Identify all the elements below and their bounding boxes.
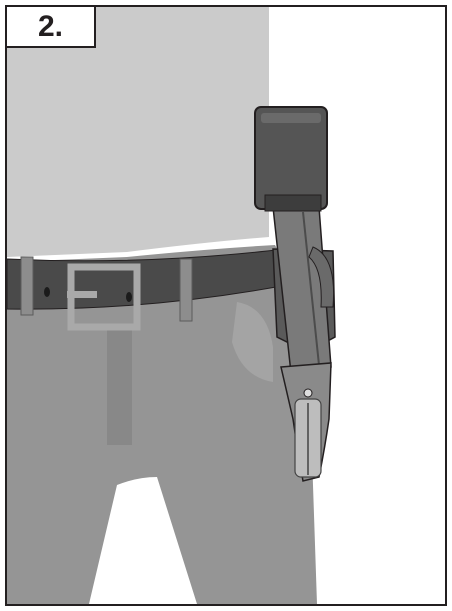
belt-hole bbox=[126, 292, 132, 302]
belt-hole bbox=[44, 287, 50, 297]
jaw-pivot bbox=[304, 389, 312, 397]
belt-loop bbox=[21, 257, 33, 315]
buckle-prong bbox=[67, 291, 97, 298]
step-number-label: 2. bbox=[5, 5, 96, 48]
belt-holster-illustration bbox=[7, 7, 445, 604]
battery-base bbox=[265, 195, 321, 211]
trouser-fly bbox=[107, 325, 132, 445]
battery-top bbox=[261, 113, 321, 123]
belt-loop bbox=[180, 259, 192, 321]
illustration-frame bbox=[5, 5, 447, 606]
